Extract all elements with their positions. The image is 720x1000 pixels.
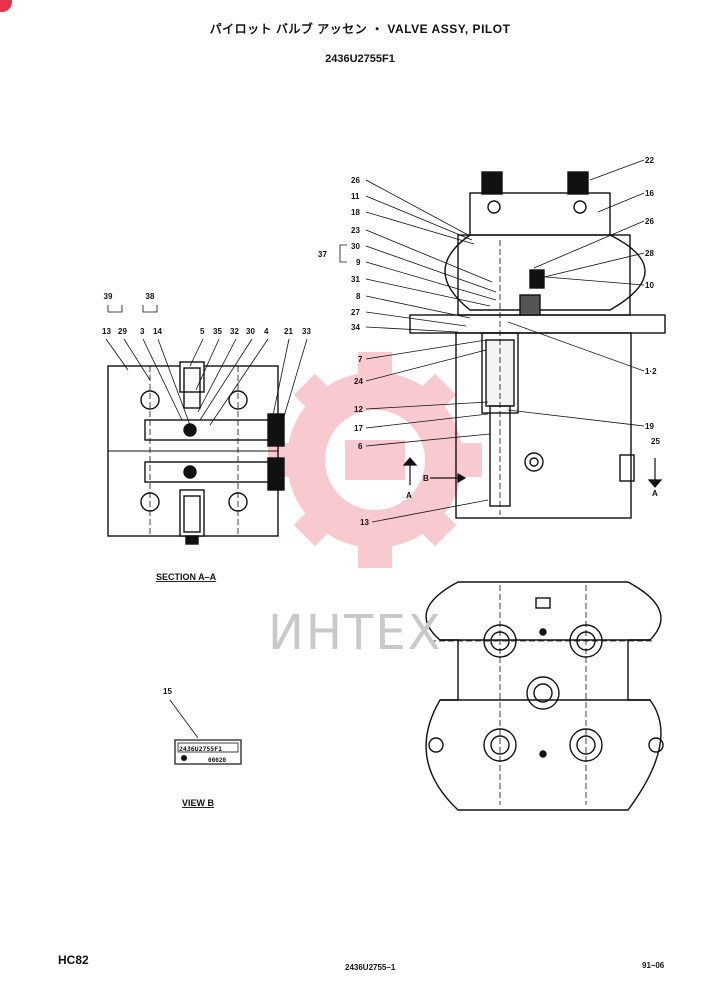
watermark-text: ИНТЕХ [268,605,443,661]
section-labels: 39 38 13 29 3 14 5 35 32 30 4 21 33 SECT… [102,292,311,582]
label-27: 27 [351,308,360,317]
label-21: 21 [284,327,293,336]
plate-serial: 00020 [208,757,226,764]
page-number: 91–06 [642,961,665,970]
label-23: 23 [351,226,360,235]
drawing-number: 2436U2755–1 [345,963,396,972]
label-24: 24 [354,377,363,386]
label-9: 9 [356,258,361,267]
label-22: 22 [645,156,654,165]
label-14: 14 [153,327,162,336]
view-b-labels: 15 2436U2755F1 00020 VIEW B [163,687,226,808]
section-mark-b: B [423,474,429,483]
label-6: 6 [358,442,363,451]
label-7: 7 [358,355,363,364]
label-10: 10 [645,281,654,290]
label-16: 16 [645,189,654,198]
section-a-a-view [107,361,285,545]
main-leaders [339,159,645,523]
label-35: 35 [213,327,222,336]
main-valve-view [409,171,666,519]
label-3: 3 [140,327,145,336]
label-25: 25 [651,437,660,446]
label-34: 34 [351,323,360,332]
section-markers [402,457,663,488]
label-17: 17 [354,424,363,433]
label-13: 13 [102,327,111,336]
label-18: 18 [351,208,360,217]
label-31: 31 [351,275,360,284]
section-mark-a-left: A [406,491,412,500]
label-30: 30 [246,327,255,336]
main-right-labels: 22 16 26 28 10 1·2 19 25 A B A [406,156,660,500]
label-15: 15 [163,687,172,696]
label-39: 39 [104,292,113,301]
label-11: 11 [351,192,360,201]
label-30-b: 30 [351,242,360,251]
main-left-labels: 26 11 18 23 30 9 31 8 27 34 7 24 12 17 6… [318,176,369,527]
label-8: 8 [356,292,361,301]
section-caption: SECTION A–A [156,572,217,582]
label-32: 32 [230,327,239,336]
label-26-a: 26 [351,176,360,185]
label-19: 19 [645,422,654,431]
label-5: 5 [200,327,205,336]
label-28: 28 [645,249,654,258]
corner-badge [0,0,12,12]
label-33: 33 [302,327,311,336]
label-29: 29 [118,327,127,336]
plate-text: 2436U2755F1 [179,745,222,753]
label-13-b: 13 [360,518,369,527]
label-1-2: 1·2 [645,367,657,376]
watermark-gear-logo [268,352,482,568]
page-title: パイロット バルブ アッセン ・ VALVE ASSY, PILOT [209,22,511,36]
section-mark-a-right: A [652,489,658,498]
view-b-caption: VIEW B [182,798,215,808]
label-12: 12 [354,405,363,414]
label-37: 37 [318,250,327,259]
label-4: 4 [264,327,269,336]
part-number: 2436U2755F1 [325,53,395,65]
label-26-b: 26 [645,217,654,226]
bottom-port-view [425,581,664,811]
label-38: 38 [146,292,155,301]
model-code: HC82 [58,953,89,967]
section-leaders [105,305,308,431]
view-b-plate [169,699,242,765]
